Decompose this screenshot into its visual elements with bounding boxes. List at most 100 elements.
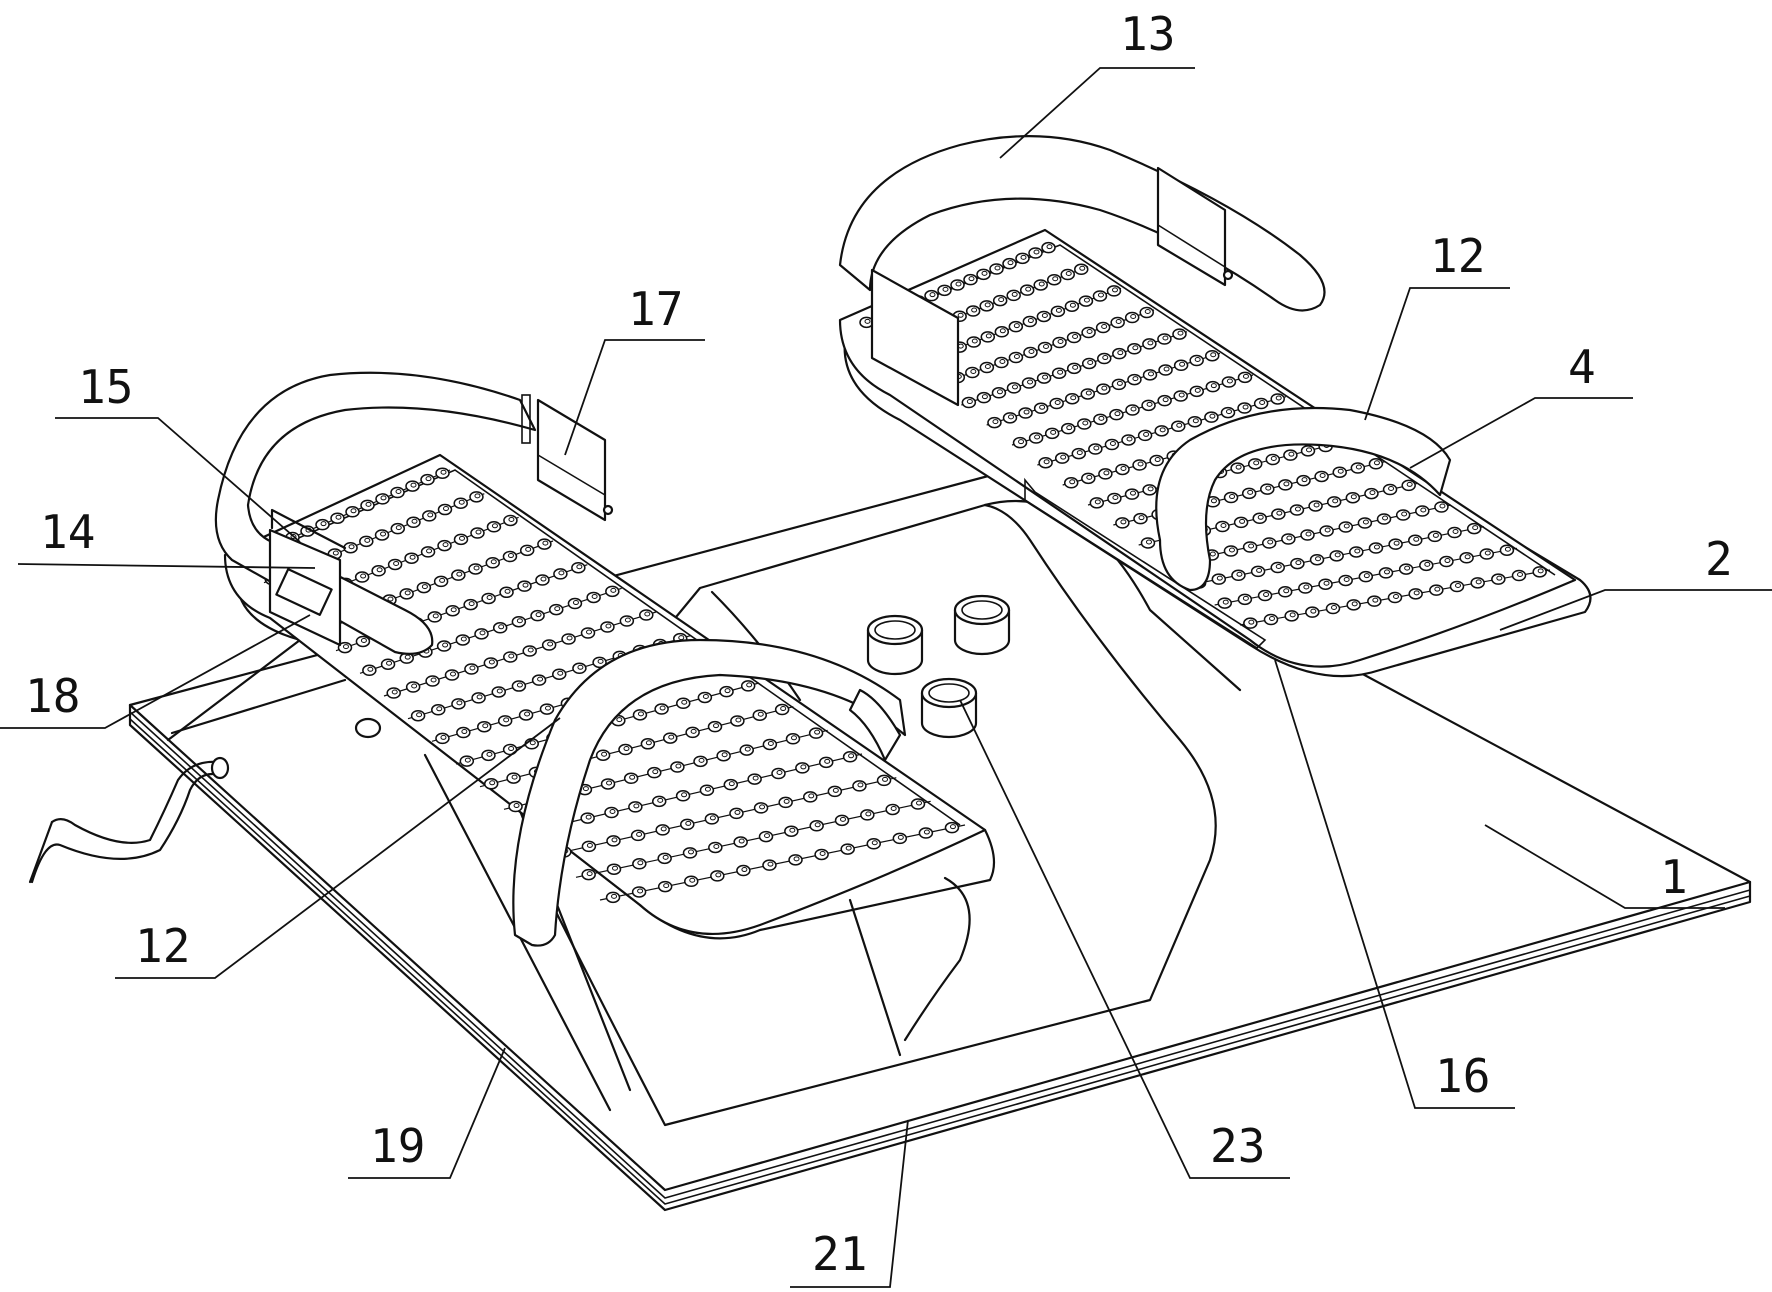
roller-bump (1173, 359, 1189, 372)
roller-bump (1237, 371, 1253, 384)
reference-labels: 13 12 17 4 15 14 2 18 1 12 16 19 23 21 (25, 7, 1733, 1281)
roller-bump (710, 870, 725, 882)
roller-bump (1064, 392, 1080, 405)
roller-bump (654, 703, 669, 715)
roller (359, 585, 622, 677)
roller-bump (1309, 553, 1325, 566)
roller-bump (508, 800, 523, 813)
roller-bump (1382, 483, 1398, 496)
roller-bump (1300, 445, 1316, 457)
roller-bump (354, 571, 370, 583)
roller-bump (1073, 263, 1089, 276)
roller-bump (1092, 290, 1108, 302)
roller-bump (1376, 513, 1392, 525)
roller-bump (405, 480, 420, 492)
roller-bump (762, 859, 777, 871)
roller-bump (1189, 354, 1204, 367)
roller-bump (1060, 422, 1076, 435)
roller-bump (1170, 420, 1186, 433)
roller-bump (1263, 613, 1279, 626)
roller-bump (1189, 385, 1205, 398)
roller-bump (795, 762, 810, 774)
roller-bump (771, 767, 786, 780)
roller-bump (1368, 542, 1384, 554)
roller-bump (1283, 449, 1298, 461)
roller-bump (733, 836, 748, 848)
roller-bump (640, 738, 656, 750)
roller-bump (1358, 570, 1374, 583)
roller-bump (1036, 310, 1052, 323)
roller-bump (631, 886, 647, 898)
roller-bump (707, 720, 723, 733)
roller-bump (1367, 595, 1382, 607)
roller-bump (435, 732, 450, 745)
roller-bump (987, 416, 1002, 429)
roller-bump (1104, 438, 1120, 451)
roller-bump (362, 664, 377, 677)
roller-bump (420, 546, 436, 558)
roller-bump (425, 675, 440, 687)
roller-bump (1237, 593, 1253, 606)
roller-bump (1326, 496, 1342, 508)
roller-bump (1398, 563, 1414, 575)
roller-bump (1434, 501, 1449, 513)
roller-bump (1002, 257, 1017, 270)
roller-bump (541, 639, 557, 651)
knob-3 (920, 677, 978, 739)
roller-bump (1124, 488, 1140, 500)
label-21: 21 (812, 1227, 867, 1281)
label-18: 18 (25, 669, 80, 723)
roller-bump (1230, 462, 1245, 474)
roller-bump (483, 657, 499, 669)
roller-bump (729, 807, 744, 820)
roller-bump (1346, 599, 1361, 611)
roller-bump (1338, 574, 1353, 587)
roller-bump (453, 497, 468, 509)
roller-bump (1284, 610, 1299, 622)
roller-bump (1308, 500, 1323, 512)
roller-bump (1247, 458, 1263, 470)
roller-bump (469, 491, 484, 503)
roller-bump (567, 597, 583, 610)
roller-bump (892, 832, 908, 845)
roller-bump (834, 814, 850, 827)
roller (961, 328, 1188, 409)
roller-bump (1223, 545, 1239, 557)
roller-bump (1018, 407, 1033, 419)
roller-bump (758, 830, 774, 843)
roller-bump (989, 263, 1004, 275)
roller-bump (719, 685, 734, 698)
roller-bump (464, 663, 479, 675)
roller-bump (435, 467, 450, 479)
roller-bump (716, 749, 731, 762)
roller-bump (1429, 584, 1444, 596)
roller-bump (406, 516, 421, 529)
roller-bump (427, 611, 442, 623)
roller-bump (1127, 343, 1142, 355)
roller-bump (1233, 516, 1249, 529)
roller-bump (778, 796, 793, 809)
roller-bump (675, 790, 691, 802)
roller-bump (1028, 432, 1044, 444)
roller-bump (1427, 530, 1443, 543)
roller-bump (606, 863, 622, 875)
roller-bump (876, 774, 892, 787)
roller-bump (747, 773, 762, 785)
roller-bump (422, 510, 437, 522)
roller-bump (606, 835, 621, 847)
roller-bump (1265, 453, 1281, 466)
label-13: 13 (1120, 7, 1175, 61)
roller-bump (1479, 548, 1495, 560)
label-23: 23 (1210, 1119, 1265, 1173)
roller-bump (961, 396, 977, 409)
roller-bump (1050, 305, 1066, 318)
roller-bump (950, 279, 965, 291)
roller-bump (1008, 320, 1024, 333)
roller-bump (965, 366, 980, 379)
roller-bump (739, 744, 754, 756)
roller-bump (803, 791, 818, 803)
roller-bump (530, 609, 545, 622)
roller-bump (657, 880, 673, 893)
roller-bump (405, 681, 421, 693)
roller-bump (1109, 408, 1124, 421)
